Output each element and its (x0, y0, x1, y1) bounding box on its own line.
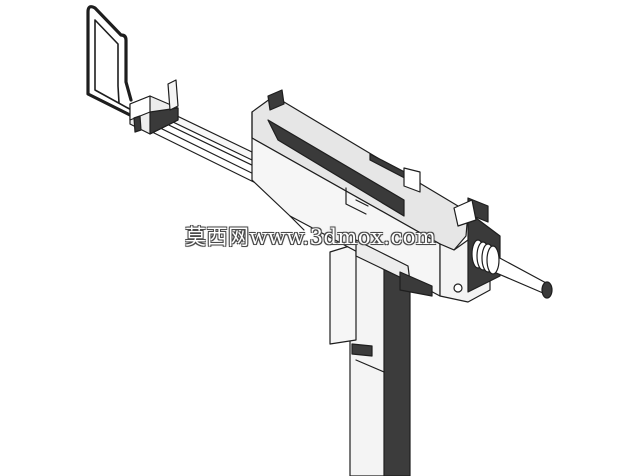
wire-stock (86, 5, 271, 191)
barrel-threads (471, 239, 500, 275)
site-watermark: 莫西网www.3dmox.com (185, 225, 437, 249)
barrel (471, 239, 553, 299)
stock-hinge-block (129, 79, 179, 135)
